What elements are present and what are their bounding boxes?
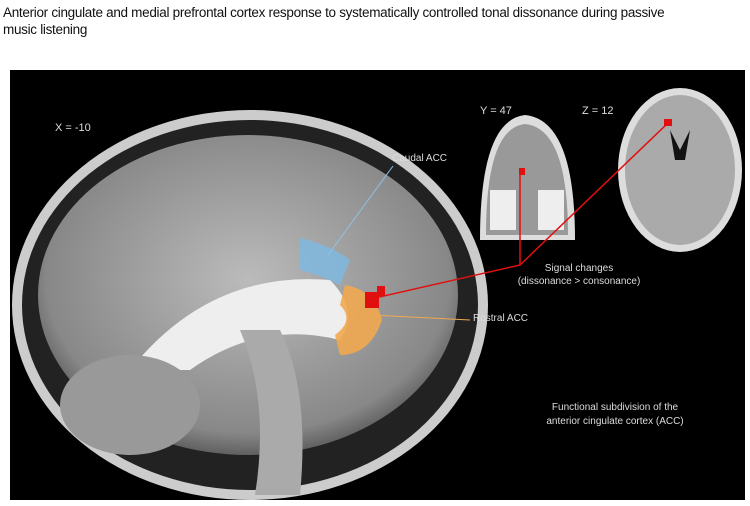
sagittal-slice <box>12 110 488 500</box>
mri-illustration <box>12 88 742 500</box>
caudal-acc-region <box>300 238 350 285</box>
figure-title: Anterior cingulate and medial prefrontal… <box>3 5 665 37</box>
rostral-acc-label: Rostral ACC <box>473 313 529 324</box>
sagittal-activation <box>365 286 385 308</box>
sagittal-coordinate-label: X = -10 <box>55 122 91 134</box>
coronal-coordinate-label: Y = 47 <box>480 105 512 117</box>
signal-changes-line1: Signal changes <box>544 263 614 274</box>
axial-slice <box>618 88 742 252</box>
coronal-slice <box>480 115 575 240</box>
caption-line2: anterior cingulate cortex (ACC) <box>546 416 684 427</box>
caudal-acc-label: Caudal ACC <box>392 153 448 164</box>
mri-figure-panel: X = -10 Y = 47 Z = 12 Caudal ACC Rostral… <box>10 70 745 500</box>
caption-line1: Functional subdivision of the <box>551 402 679 413</box>
signal-changes-line2: (dissonance > consonance) <box>517 276 641 287</box>
axial-coordinate-label: Z = 12 <box>582 105 614 117</box>
